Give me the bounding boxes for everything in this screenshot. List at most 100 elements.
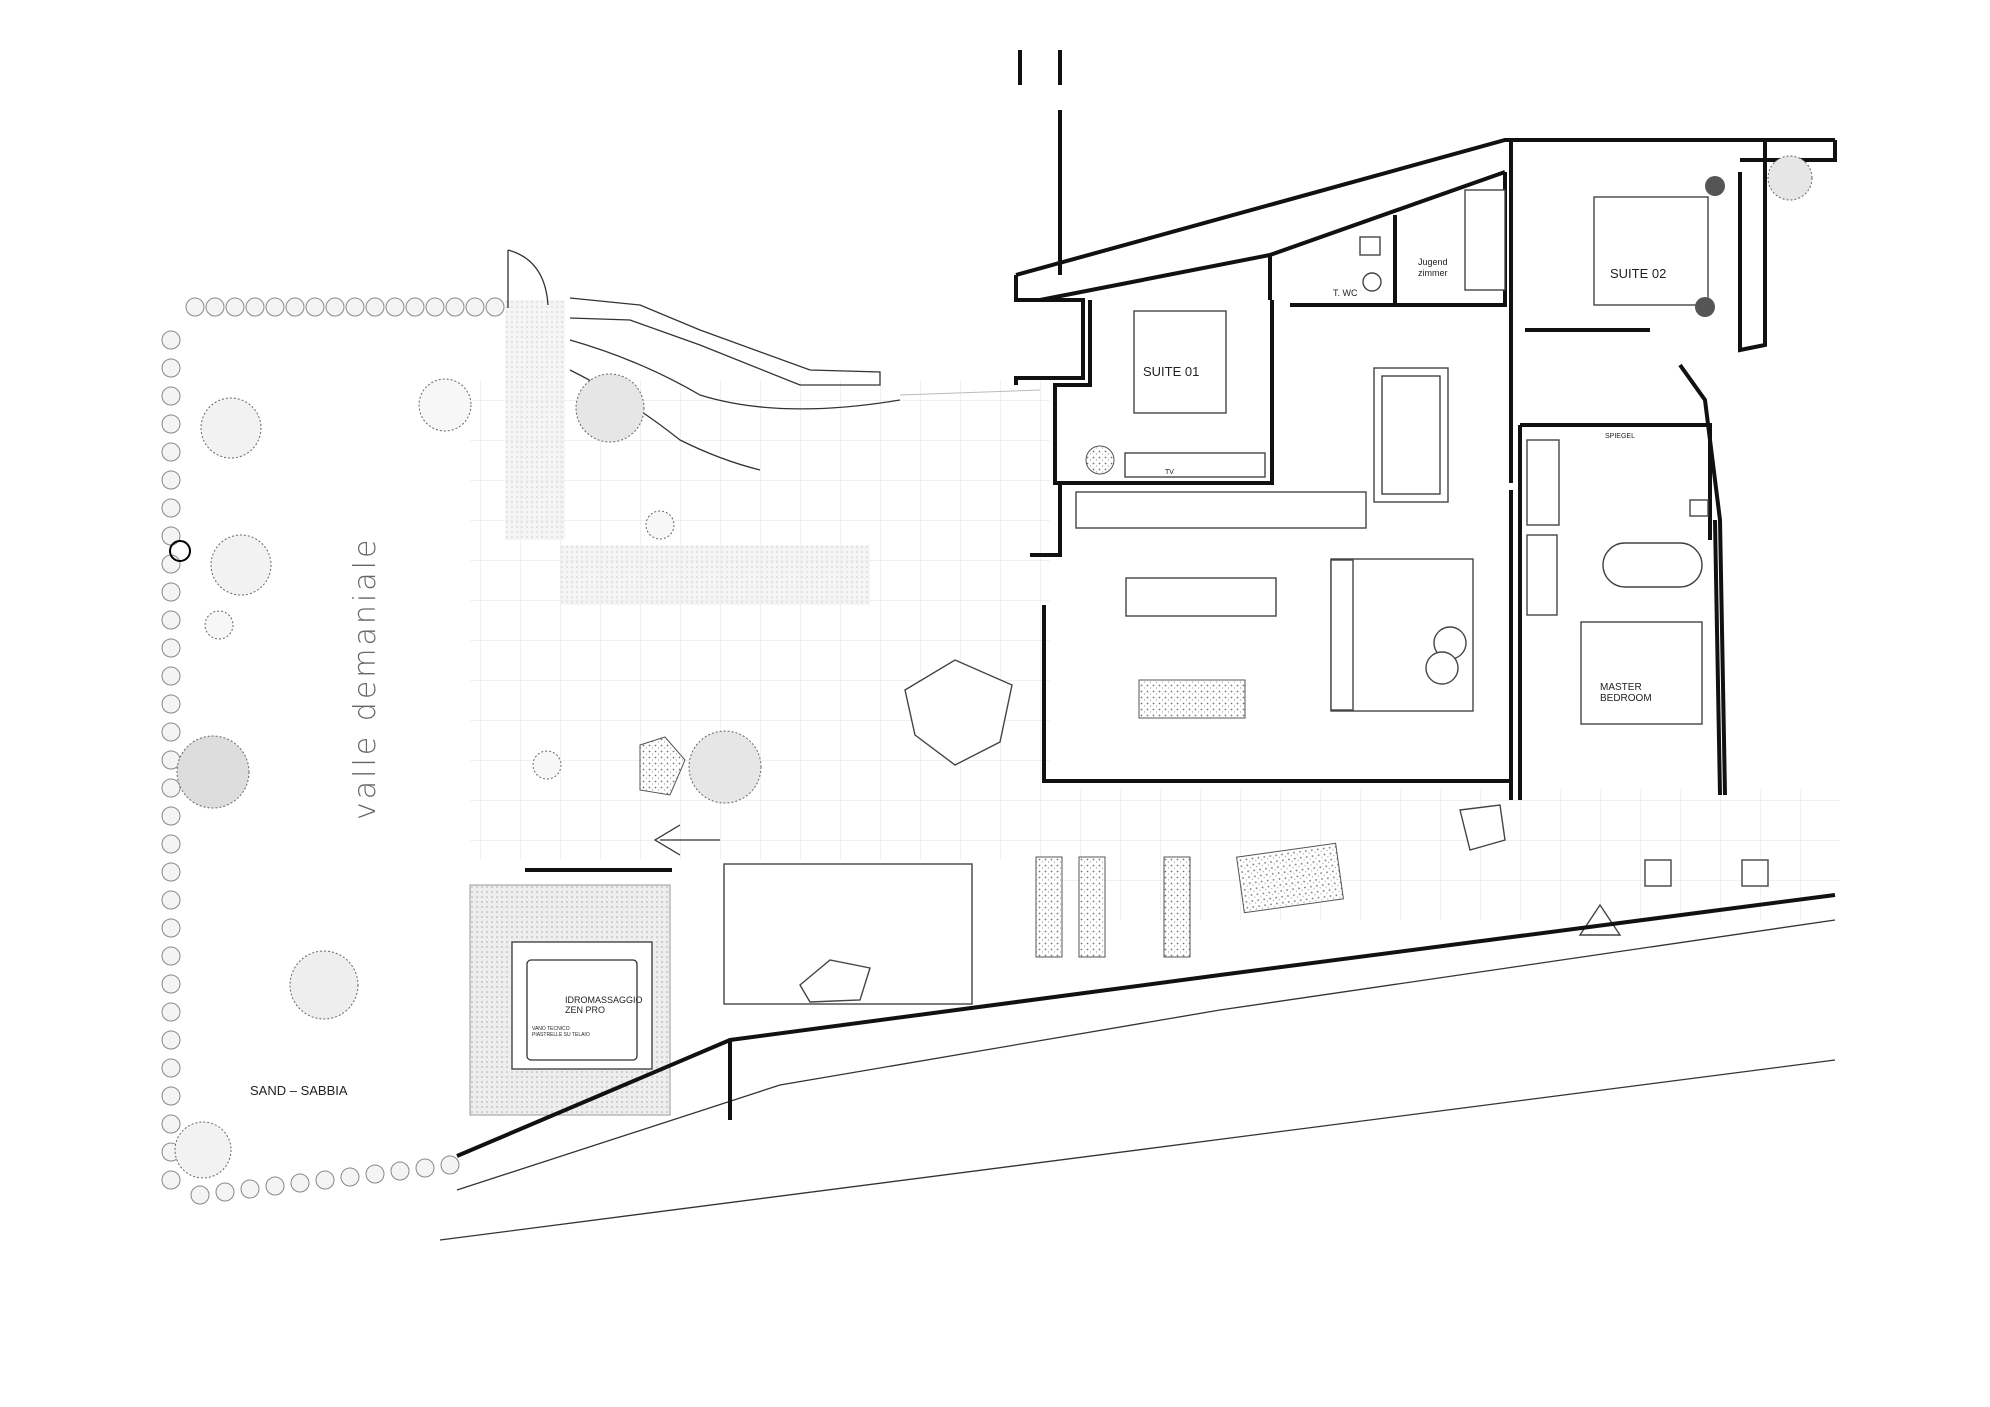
kitchen-island <box>1125 577 1277 617</box>
shrub <box>161 946 181 966</box>
shrub <box>161 1086 181 1106</box>
shrub <box>161 442 181 462</box>
tree-icon <box>688 730 762 804</box>
lounge-chair <box>1085 445 1115 475</box>
shrub <box>161 610 181 630</box>
shrub <box>340 1167 360 1187</box>
shrub <box>161 1058 181 1078</box>
shrub <box>245 297 265 317</box>
direction-arrow <box>653 824 720 856</box>
tree-icon <box>575 373 645 443</box>
shrub <box>161 498 181 518</box>
tree-icon <box>204 610 234 640</box>
shrub <box>240 1179 260 1199</box>
tv-label: TV <box>1165 469 1174 476</box>
shrub <box>161 1030 181 1050</box>
pool-table-felt <box>1381 375 1441 495</box>
shrub <box>161 918 181 938</box>
plant-pot <box>1705 176 1725 196</box>
shrub <box>315 1170 335 1190</box>
shrub <box>161 414 181 434</box>
sink <box>1362 272 1382 292</box>
dining-table <box>1138 679 1246 719</box>
shrub <box>161 358 181 378</box>
shrub <box>385 297 405 317</box>
shrub <box>161 862 181 882</box>
shrub <box>390 1161 410 1181</box>
shrub <box>161 750 181 770</box>
tree-icon <box>532 750 562 780</box>
room-label-youth-1: Jugend <box>1418 257 1448 267</box>
vanity <box>1526 439 1560 526</box>
tree-icon <box>200 397 262 459</box>
shrub <box>161 694 181 714</box>
shrub <box>161 890 181 910</box>
wc-toilet <box>1359 236 1381 256</box>
shrub <box>161 974 181 994</box>
shrub <box>161 470 181 490</box>
shrub <box>185 297 205 317</box>
bed-youth-room <box>1464 189 1506 291</box>
tree-icon <box>174 1121 232 1179</box>
boundary-hedge <box>161 297 505 1205</box>
plant-pot <box>1695 297 1715 317</box>
shrub <box>205 297 225 317</box>
shrub <box>290 1173 310 1193</box>
bed-master <box>1580 621 1703 725</box>
shrub <box>161 1114 181 1134</box>
bed-suite-02 <box>1593 196 1709 306</box>
shrub <box>265 297 285 317</box>
coffee-table-2 <box>1425 651 1459 685</box>
mirror-label: SPIEGEL <box>1605 433 1635 440</box>
shrub <box>305 297 325 317</box>
shrub <box>161 834 181 854</box>
room-label-toilet: T. WC <box>1333 288 1358 298</box>
sand-label: SAND – SABBIA <box>250 1083 348 1098</box>
tree-icon <box>210 534 272 596</box>
jacuzzi-label-2: ZEN PRO <box>565 1005 605 1015</box>
garden-ramp <box>569 297 1041 471</box>
bathtub <box>1602 542 1703 588</box>
site-label: valle demaniale <box>348 537 383 820</box>
shrub <box>465 297 485 317</box>
shrub <box>415 1158 435 1178</box>
shrub <box>285 297 305 317</box>
toilet <box>1689 499 1709 517</box>
shrub <box>161 638 181 658</box>
jacuzzi-inner <box>526 959 638 1061</box>
tv-console <box>1124 452 1266 478</box>
room-label-master-2: BEDROOM <box>1600 693 1652 704</box>
tree-icon <box>645 510 675 540</box>
south-terrace-paving <box>1040 790 1840 920</box>
shrub <box>190 1185 210 1205</box>
wardrobe <box>1526 534 1558 616</box>
shrub <box>161 386 181 406</box>
shrub <box>325 297 345 317</box>
tree-icon <box>418 378 472 432</box>
shrub <box>161 554 181 574</box>
tree-icon <box>289 950 359 1020</box>
room-label-master-1: MASTER <box>1600 682 1642 693</box>
shrub <box>440 1155 460 1175</box>
garden-gate[interactable] <box>507 249 549 308</box>
shrub <box>445 297 465 317</box>
shrub <box>161 330 181 350</box>
shrub <box>265 1176 285 1196</box>
room-label-youth-2: zimmer <box>1418 268 1448 278</box>
shrub <box>161 1002 181 1022</box>
sofa-bench <box>1330 559 1354 711</box>
shrub <box>365 1164 385 1184</box>
shrub <box>345 297 365 317</box>
tree-icon <box>176 735 250 809</box>
jacuzzi <box>511 941 653 1070</box>
boundary-marker <box>169 540 191 562</box>
shrub <box>215 1182 235 1202</box>
shrub <box>405 297 425 317</box>
room-label-suite-02: SUITE 02 <box>1610 266 1666 281</box>
pergola-lounge <box>799 959 871 1003</box>
terrace-paving <box>470 380 1050 860</box>
shrub <box>161 1170 181 1190</box>
shrub <box>161 722 181 742</box>
trees <box>174 155 1813 1179</box>
